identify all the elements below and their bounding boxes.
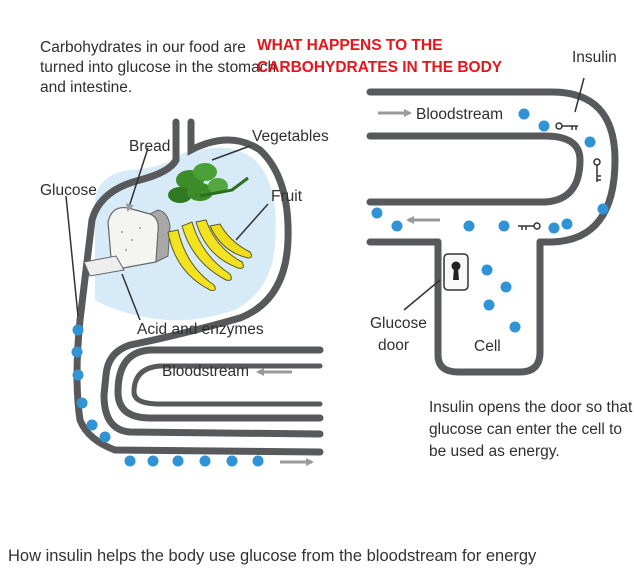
label-cell: Cell (474, 337, 501, 356)
note-line-3: be used as energy. (429, 442, 560, 461)
label-bread: Bread (129, 137, 170, 156)
label-glucose: Glucose (40, 181, 97, 200)
label-glucose-door-1: Glucose (370, 314, 427, 333)
label-acid-enzymes: Acid and enzymes (137, 320, 264, 339)
caption: How insulin helps the body use glucose f… (8, 547, 536, 566)
intestine-loop (118, 350, 320, 418)
note-line-2: glucose can enter the cell to (429, 420, 622, 439)
label-insulin: Insulin (572, 48, 617, 67)
label-glucose-door-2: door (378, 336, 409, 355)
label-vegetables: Vegetables (252, 127, 329, 146)
label-bloodstream-right: Bloodstream (416, 105, 503, 124)
keyhole-icon (444, 254, 468, 290)
label-fruit: Fruit (271, 187, 302, 206)
label-bloodstream-left: Bloodstream (162, 362, 249, 381)
note-line-1: Insulin opens the door so that (429, 398, 632, 417)
